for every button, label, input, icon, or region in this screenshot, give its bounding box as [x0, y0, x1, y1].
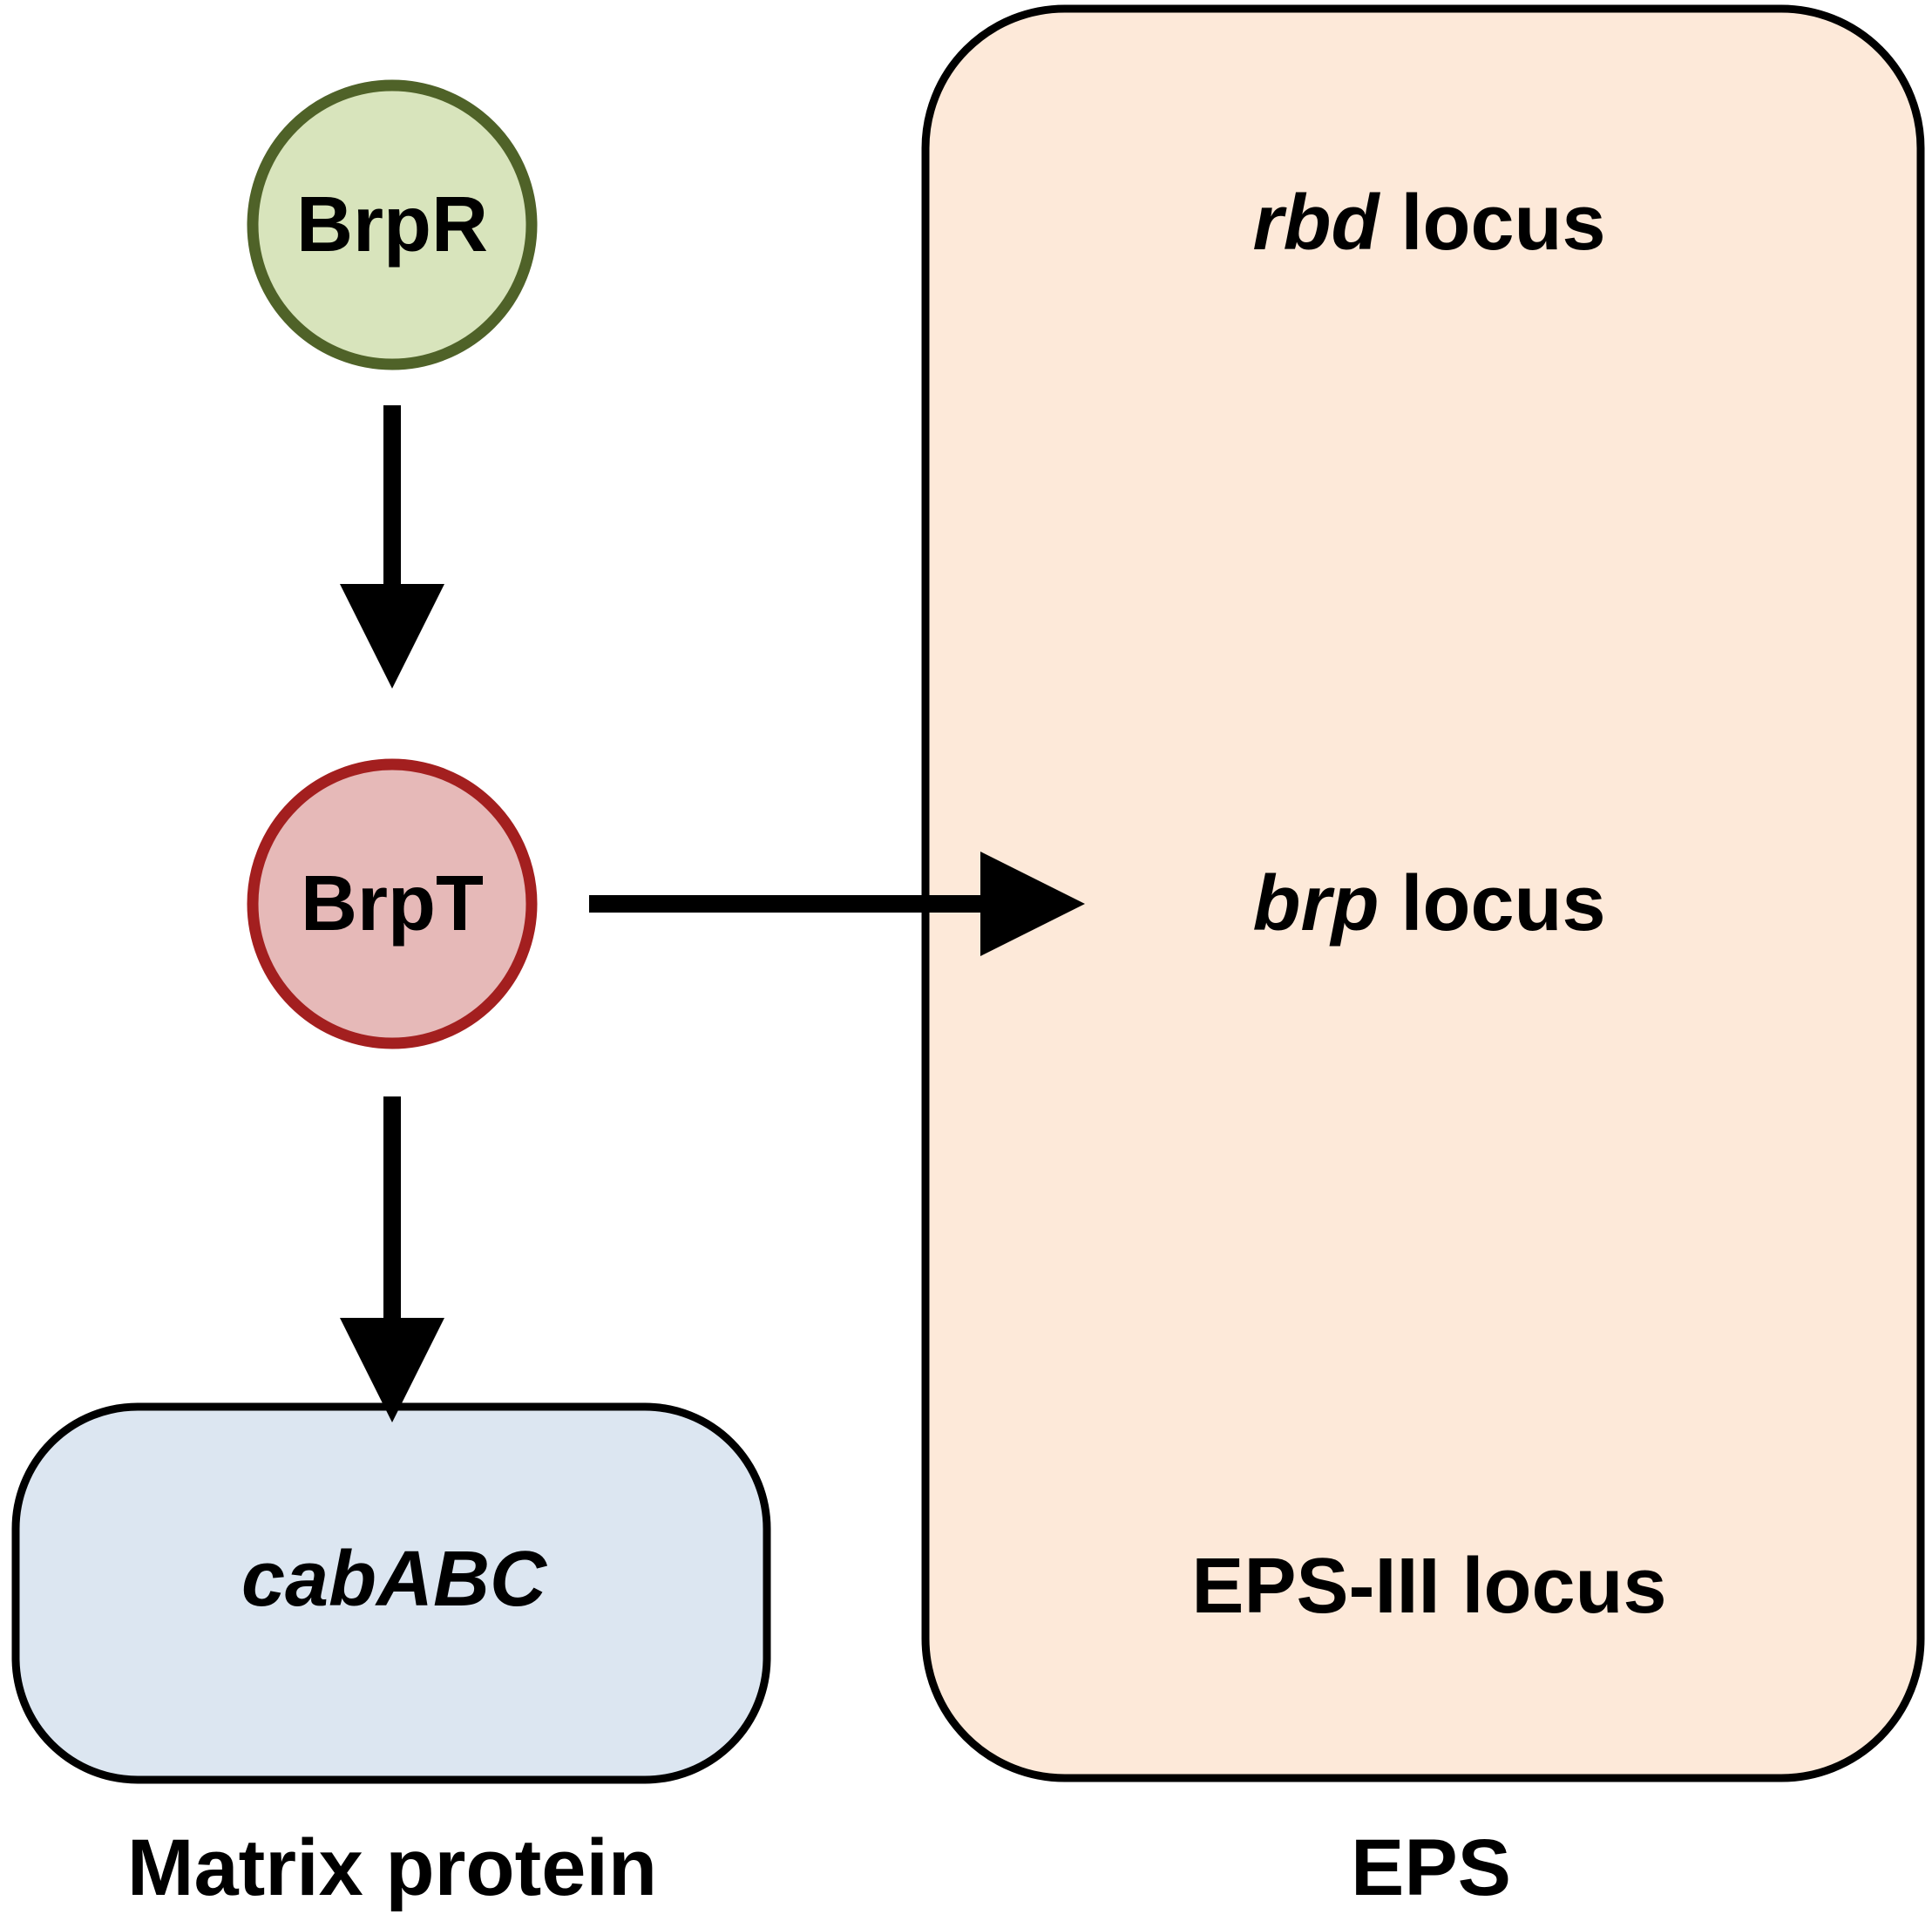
brpr-circle	[247, 79, 538, 370]
eps-box	[921, 4, 1925, 1782]
eps-iii-locus-label: EPS-III locus	[1191, 1543, 1666, 1630]
brpt-label: BrpT	[301, 860, 484, 947]
brpr-node: BrpR	[247, 79, 538, 370]
brp-locus-label: brp locus	[1252, 860, 1605, 947]
cababc-label: cabABC	[241, 1536, 548, 1623]
eps-caption: EPS	[1351, 1823, 1511, 1912]
brpt-circle	[247, 758, 538, 1049]
matrix-protein-caption: Matrix protein	[127, 1823, 657, 1912]
brpr-label: BrpR	[296, 181, 488, 268]
rbd-locus-label: rbd locus	[1252, 180, 1605, 267]
brpt-node: BrpT	[247, 758, 538, 1049]
